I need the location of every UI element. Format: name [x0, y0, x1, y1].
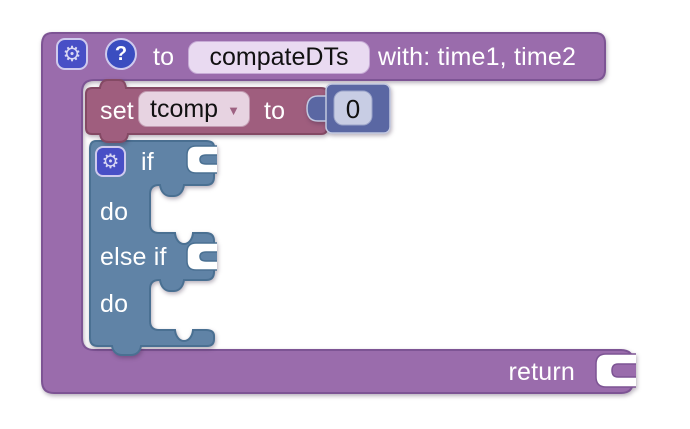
set-to-label: to [264, 97, 286, 125]
if-block-shape[interactable] [89, 140, 215, 356]
procedure-name-text: compateDTs [209, 43, 349, 71]
procedure-mutator-button[interactable]: ⚙ [56, 38, 88, 70]
procedure-name-field[interactable]: compateDTs [188, 41, 370, 74]
gear-icon: ⚙ [62, 42, 82, 66]
procedure-block-shape[interactable] [41, 32, 634, 394]
number-value-text: 0 [345, 93, 361, 124]
help-button[interactable]: ? [105, 38, 137, 70]
number-field-bg [333, 90, 373, 126]
do-label: do [100, 198, 129, 226]
gear-icon: ⚙ [101, 151, 120, 173]
variable-name-text: tcomp [150, 94, 219, 123]
dropdown-arrow-icon: ▼ [227, 102, 240, 118]
if-label: if [141, 148, 154, 176]
question-icon: ? [114, 42, 128, 65]
set-label: set [100, 97, 134, 125]
return-label: return [508, 358, 575, 386]
do-label: do [100, 290, 129, 318]
else-if-label: else if [100, 243, 167, 271]
return-socket-tongue [611, 363, 636, 378]
params-label: with: time1, time2 [378, 43, 577, 71]
number-field[interactable]: 0 [334, 94, 372, 124]
to-label: to [153, 43, 175, 71]
variable-dropdown[interactable]: tcomp ▼ [138, 91, 250, 127]
elseif-condition-socket-tongue [199, 251, 217, 262]
if-mutator-button[interactable]: ⚙ [95, 146, 126, 177]
if-condition-socket-tongue [199, 154, 217, 165]
